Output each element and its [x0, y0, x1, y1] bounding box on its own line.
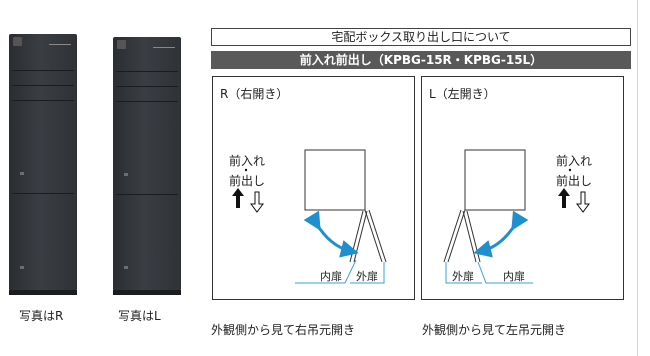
- box-body-r: [304, 149, 366, 211]
- model-subtitle-bar: 前入れ前出し（KPBG-15R・KPBG-15L）: [211, 51, 631, 69]
- outer-door-label-l: 外扉: [452, 270, 474, 283]
- diagram-panel-r: R（右開き）: [212, 76, 415, 300]
- swing-arrow-icon: [473, 210, 529, 258]
- panel-title-l: L（左開き）: [429, 87, 496, 101]
- photo-caption-l: 写真はL: [118, 309, 161, 323]
- inner-door-label-l: 内扉: [503, 270, 525, 283]
- inner-door-leader-r: [295, 259, 357, 284]
- arrow-down-outline-icon: [250, 191, 264, 213]
- arrow-down-outline-icon: [576, 191, 590, 213]
- outer-door-r: [364, 209, 383, 263]
- inner-door-l: [466, 210, 481, 263]
- arrow-up-filled-icon: [558, 188, 570, 208]
- inner-door-r: [349, 210, 364, 263]
- diagram-panel-l: L（左開き）: [421, 76, 624, 300]
- outer-door-leader-r: [350, 262, 385, 284]
- swing-arrow-icon: [303, 210, 359, 258]
- product-photo-l: [100, 0, 200, 300]
- outer-door-label-r: 外扉: [356, 270, 378, 283]
- section-title: 宅配ボックス取り出し口について: [211, 28, 631, 46]
- arrow-up-filled-icon: [232, 188, 244, 208]
- panel-title-r: R（右開き）: [220, 87, 289, 101]
- outer-door-l: [447, 209, 466, 263]
- page-edge-line: [637, 0, 638, 356]
- outer-door-leader-l: [445, 262, 482, 284]
- direction-label-2-r: 前出し: [229, 174, 266, 188]
- direction-label-2-l: 前出し: [556, 174, 593, 188]
- inner-door-label-r: 内扉: [320, 270, 342, 283]
- direction-label-1-l: 前入れ: [556, 154, 593, 168]
- photo-caption-r: 写真はR: [19, 309, 64, 323]
- product-photo-r: [0, 0, 100, 300]
- footer-note-l: 外観側から見て左吊元開き: [422, 323, 567, 337]
- footer-note-r: 外観側から見て右吊元開き: [211, 323, 356, 337]
- box-body-l: [464, 149, 526, 211]
- direction-label-1-r: 前入れ: [229, 154, 266, 168]
- inner-door-leader-l: [477, 261, 533, 284]
